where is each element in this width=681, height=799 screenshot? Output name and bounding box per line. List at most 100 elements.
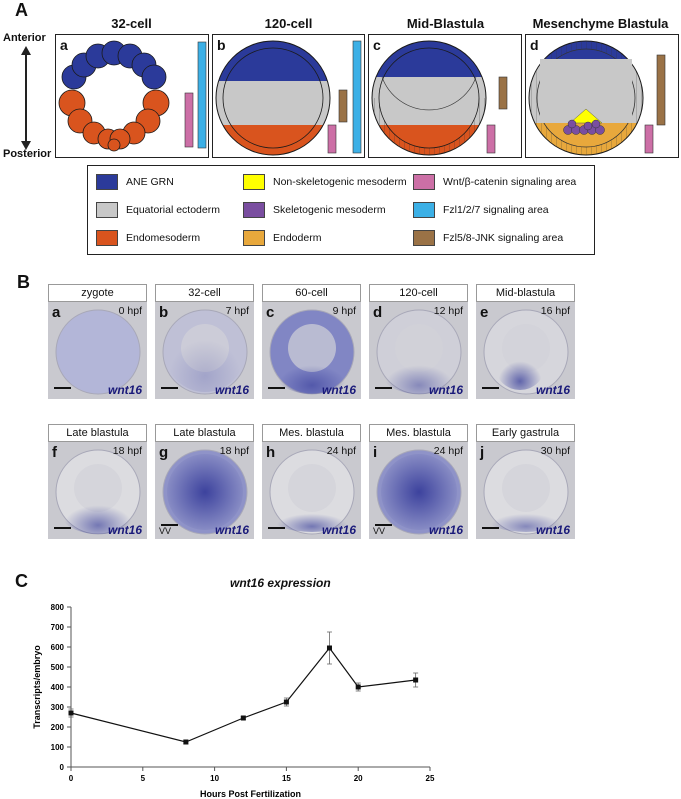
chart-title: wnt16 expression bbox=[230, 576, 331, 590]
embryo-stage-label: Late blastula bbox=[155, 424, 254, 442]
embryo-letter: c bbox=[266, 304, 275, 321]
diagram-letter-c: c bbox=[373, 37, 381, 53]
embryo-letter: i bbox=[373, 444, 378, 461]
embryo-hpf: 16 hpf bbox=[540, 305, 570, 317]
y-tick-label: 100 bbox=[51, 743, 65, 752]
embryo-gene-label: wnt16 bbox=[107, 523, 142, 537]
embryo-120-cell-drawing bbox=[215, 40, 362, 156]
y-tick-label: 600 bbox=[51, 643, 65, 652]
stage-title-120-cell: 120-cell bbox=[264, 16, 313, 31]
embryo-drawing bbox=[369, 302, 468, 399]
embryo-stage-label: 60-cell bbox=[262, 284, 361, 302]
stage-title-mid-blastula: Mid-Blastula bbox=[406, 16, 485, 31]
embryo-view-label: VV bbox=[159, 526, 172, 536]
panel-c-letter: C bbox=[15, 571, 28, 591]
data-point bbox=[283, 699, 289, 705]
legend-swatch bbox=[413, 202, 435, 218]
legend-swatch bbox=[413, 230, 435, 246]
y-tick-label: 200 bbox=[51, 723, 65, 732]
y-tick-label: 500 bbox=[51, 663, 65, 672]
embryo-letter: d bbox=[373, 304, 383, 321]
embryo-hpf: 0 hpf bbox=[118, 305, 142, 317]
embryo-stage-label: 32-cell bbox=[155, 284, 254, 302]
embryo-stage-label: zygote bbox=[48, 284, 147, 302]
legend-swatch bbox=[243, 230, 265, 246]
legend-item-skeletogenic-mesoderm: Skeletogenic mesoderm bbox=[243, 202, 386, 218]
y-tick-label: 800 bbox=[51, 603, 65, 612]
legend-swatch bbox=[96, 230, 118, 246]
legend-item-wnt-signaling: Wnt/β-catenin signaling area bbox=[413, 174, 576, 190]
legend-label: Skeletogenic mesoderm bbox=[273, 204, 386, 216]
embryo-drawing bbox=[48, 302, 147, 399]
scale-bar bbox=[268, 527, 285, 529]
x-tick-label: 20 bbox=[354, 774, 363, 783]
legend-label: Non-skeletogenic mesoderm bbox=[273, 176, 407, 188]
embryo-letter: a bbox=[52, 304, 61, 321]
x-tick-label: 10 bbox=[210, 774, 219, 783]
scale-bar bbox=[161, 524, 178, 526]
diagram-mesenchyme-blastula: d bbox=[525, 34, 679, 158]
legend-label: Endoderm bbox=[273, 232, 322, 244]
scale-bar bbox=[375, 524, 392, 526]
y-tick-label: 400 bbox=[51, 683, 65, 692]
embryo-stage-label: 120-cell bbox=[369, 284, 468, 302]
scale-bar bbox=[375, 387, 392, 389]
embryo-32-cell-drawing bbox=[58, 40, 207, 152]
anterior-posterior-arrow bbox=[21, 46, 31, 150]
scale-bar bbox=[482, 387, 499, 389]
stage-title-mesenchyme-blastula: Mesenchyme Blastula bbox=[532, 16, 669, 31]
legend-label: Equatorial ectoderm bbox=[126, 204, 220, 216]
embryo-stage-label: Mid-blastula bbox=[476, 284, 575, 302]
embryo-drawing bbox=[155, 442, 254, 539]
chart-title-text: wnt16 expression bbox=[230, 576, 331, 590]
embryo-stage-label: Early gastrula bbox=[476, 424, 575, 442]
legend-item-equatorial-ectoderm: Equatorial ectoderm bbox=[96, 202, 220, 218]
embryo-hpf: 24 hpf bbox=[433, 445, 463, 457]
x-tick-label: 5 bbox=[141, 774, 146, 783]
embryo-hpf: 12 hpf bbox=[433, 305, 463, 317]
y-tick-label: 0 bbox=[60, 763, 65, 772]
y-tick-label: 300 bbox=[51, 703, 65, 712]
diagram-letter-a: a bbox=[60, 37, 68, 53]
legend-label: ANE GRN bbox=[126, 176, 174, 188]
embryo-stage-label: Mes. blastula bbox=[262, 424, 361, 442]
legend-item-ane-grn: ANE GRN bbox=[96, 174, 174, 190]
embryo-gene-label: wnt16 bbox=[321, 383, 356, 397]
legend-label: Endomesoderm bbox=[126, 232, 201, 244]
legend-item-fzl58-jnk-signaling: Fzl5/8-JNK signaling area bbox=[413, 230, 563, 246]
scale-bar bbox=[161, 387, 178, 389]
color-legend: ANE GRN Non-skeletogenic mesoderm Wnt/β-… bbox=[87, 165, 595, 255]
embryo-gene-label: wnt16 bbox=[428, 383, 463, 397]
embryo-drawing bbox=[262, 442, 361, 539]
data-point bbox=[355, 684, 361, 690]
embryo-view-label: VV bbox=[373, 526, 386, 536]
embryo-letter: g bbox=[159, 444, 169, 461]
diagram-120-cell: b bbox=[212, 34, 365, 158]
scale-bar bbox=[268, 387, 285, 389]
legend-swatch bbox=[243, 174, 265, 190]
embryo-hpf: 30 hpf bbox=[540, 445, 570, 457]
embryo-gene-label: wnt16 bbox=[214, 523, 249, 537]
legend-label: Fzl5/8-JNK signaling area bbox=[443, 232, 564, 244]
legend-label: Wnt/β-catenin signaling area bbox=[443, 176, 577, 188]
embryo-letter: e bbox=[480, 304, 489, 321]
embryo-gene-label: wnt16 bbox=[428, 523, 463, 537]
embryo-drawing bbox=[369, 442, 468, 539]
embryo-tile-d: 120-cell d 12 hpf wnt16 bbox=[369, 284, 468, 399]
series-line bbox=[70, 647, 416, 743]
panel-b-letter: B bbox=[17, 272, 30, 292]
